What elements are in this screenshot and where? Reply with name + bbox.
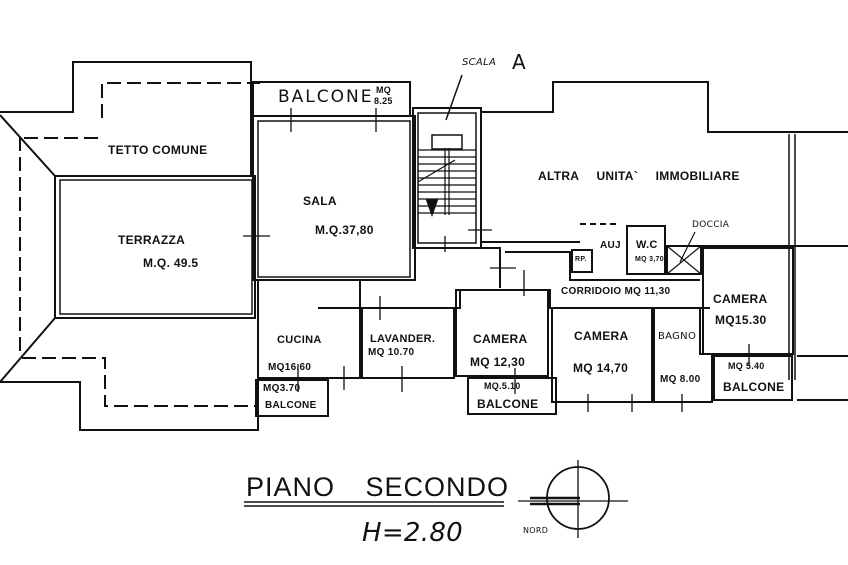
altra-unita-label: ALTRA UNITA` IMMOBILIARE — [538, 169, 740, 183]
tetto-comune-label: TETTO COMUNE — [108, 143, 208, 157]
scala-letter: A — [512, 50, 526, 74]
camera-mid-wall — [455, 289, 549, 377]
altra-unita-divider — [788, 134, 796, 380]
roof-outline-top — [0, 61, 252, 176]
altra-unita-bottom — [481, 241, 848, 247]
plan-title: PIANO SECONDO — [246, 472, 510, 502]
terrazza-name: TERRAZZA — [118, 233, 186, 247]
terrazza-area: M.Q. 49.5 — [143, 256, 199, 270]
cucina-name: CUCINA — [277, 334, 322, 346]
camera-large-area: MQ 14,70 — [573, 361, 629, 375]
north-label: NORD — [523, 526, 549, 535]
terrazza-inner-wall — [59, 179, 253, 315]
ceiling-height: H=2.80 — [362, 518, 464, 548]
auj-label: AUJ — [600, 240, 621, 251]
doccia-cross — [666, 245, 702, 275]
roof-dashed-bottom — [22, 357, 258, 407]
rp-label: RP. — [575, 256, 587, 263]
balcone-top-unit: MQ — [376, 85, 392, 95]
wc-name: W.C — [636, 239, 658, 251]
scala-leader-line — [445, 74, 463, 121]
camera-right-name: CAMERA — [713, 292, 768, 306]
roof-outline-bottom — [0, 320, 259, 431]
terrazza-wall — [54, 175, 256, 319]
diagonal-wall-bottom — [0, 317, 56, 383]
balcone-mid-area: MQ.5.10 — [484, 381, 521, 391]
stair-steps — [417, 148, 476, 215]
lavanderia-name: LAVANDER. — [370, 333, 436, 345]
camera-mid-area: MQ 12,30 — [470, 355, 526, 369]
stair-landing — [431, 134, 463, 150]
cucina-wall — [257, 279, 361, 379]
doccia-leader — [679, 231, 696, 263]
balcone-top-name: BALCONE — [278, 87, 374, 107]
diagonal-wall-top — [0, 114, 56, 177]
balcone-cucina-area: MQ3.70 — [263, 383, 301, 394]
bagno-wall — [653, 307, 713, 403]
bagno-name: BAGNO — [658, 331, 697, 342]
balcone-cucina — [255, 379, 329, 417]
title-underline — [244, 501, 504, 507]
roof-dashed-top — [24, 82, 260, 139]
wc-wall — [626, 225, 666, 275]
corridoio-label: CORRIDOIO MQ 11,30 — [561, 286, 671, 297]
camera-right-area: MQ15.30 — [715, 313, 767, 327]
balcone-cucina-name: BALCONE — [265, 400, 317, 411]
sala-area: M.Q.37,80 — [315, 223, 374, 237]
bagno-area: MQ 8.00 — [660, 374, 701, 385]
sala-name: SALA — [303, 194, 337, 208]
camera-large-wall — [551, 307, 653, 403]
balcone-top-area: 8.25 — [374, 96, 393, 106]
scala-label: SCALA — [462, 57, 497, 68]
doccia-label: DOCCIA — [692, 220, 730, 230]
balcone-right-area: MQ 5.40 — [728, 361, 765, 371]
balcone-mid — [467, 377, 557, 415]
rp-closet — [571, 249, 593, 273]
opening-ticks — [243, 108, 750, 412]
balcone-right — [713, 355, 793, 401]
lavanderia-wall — [361, 307, 455, 379]
camera-right-wall — [702, 247, 794, 355]
doccia-wall — [666, 245, 702, 275]
camera-large-name: CAMERA — [574, 329, 629, 343]
camera-mid-name: CAMERA — [473, 332, 528, 346]
north-arrow-bar — [530, 496, 580, 506]
wc-area: MQ 3,70 — [635, 256, 664, 263]
sala-inner-wall — [257, 120, 411, 278]
right-outer-wall — [797, 355, 848, 401]
altra-unita-outline — [481, 81, 848, 133]
cucina-area: MQ16.60 — [268, 362, 312, 373]
balcone-right-name: BALCONE — [723, 380, 785, 394]
corridor-upper-wall — [481, 247, 700, 288]
lavanderia-area: MQ 10.70 — [368, 347, 415, 358]
stair-direction-arrow — [425, 199, 439, 217]
balcone-mid-name: BALCONE — [477, 397, 539, 411]
stair-wall — [412, 107, 482, 249]
